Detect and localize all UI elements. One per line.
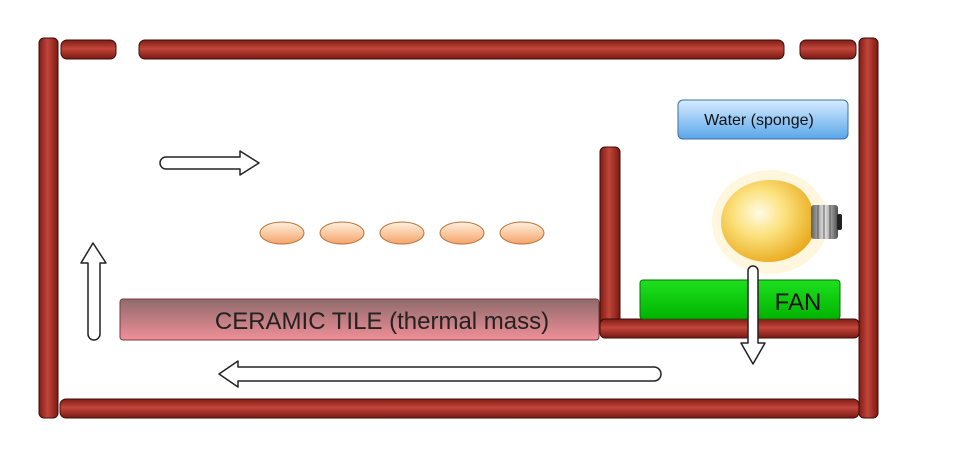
egg [499, 221, 545, 245]
arrow-right-icon [159, 150, 260, 176]
water-sponge: Water (sponge) [677, 99, 849, 140]
arrow-down-icon [740, 265, 766, 365]
wall-top-middle [138, 39, 785, 60]
wall-top-left [60, 39, 117, 60]
wall-left [38, 37, 59, 419]
egg [259, 221, 305, 245]
wall-top-right [799, 39, 857, 60]
arrow-left-icon [218, 360, 662, 388]
wall-right [858, 37, 879, 419]
ceramic-tile-label: CERAMIC TILE (thermal mass) [215, 308, 549, 335]
egg [439, 221, 485, 245]
light-bulb-icon [712, 170, 842, 274]
fan-label: FAN [775, 289, 822, 316]
egg [319, 221, 365, 245]
water-sponge-label: Water (sponge) [704, 112, 814, 129]
airflow-arrows [80, 150, 766, 388]
arrow-up-icon [80, 242, 107, 341]
divider-wall-vertical [599, 146, 621, 336]
walls [38, 37, 879, 419]
egg [379, 221, 425, 245]
divider-wall-horizontal [599, 318, 860, 339]
fan: FAN [639, 279, 841, 320]
ceramic-tile: CERAMIC TILE (thermal mass) [119, 298, 600, 341]
wall-bottom [59, 398, 860, 419]
eggs [259, 221, 545, 245]
